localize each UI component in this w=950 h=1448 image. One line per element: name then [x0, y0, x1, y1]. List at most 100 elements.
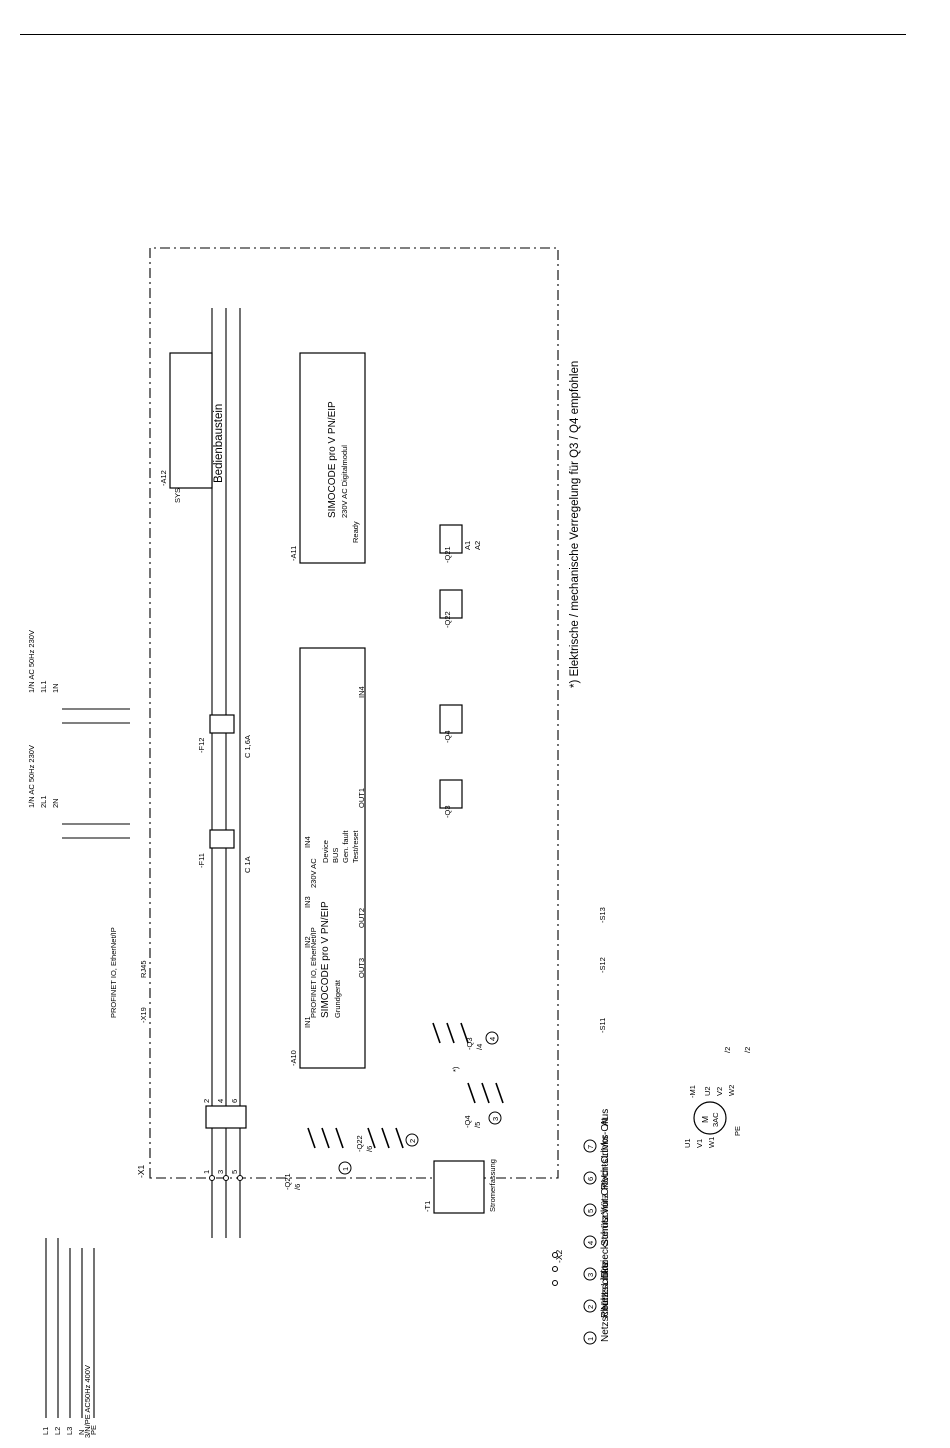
svg-text:-Q3: -Q3 [443, 805, 452, 818]
svg-text:IN3: IN3 [303, 896, 312, 908]
svg-text:IN2: IN2 [303, 936, 312, 948]
coil-q21: -Q21 A1 A2 [439, 524, 482, 563]
svg-text:4: 4 [488, 1037, 497, 1041]
svg-text:230V AC Digitalmodul: 230V AC Digitalmodul [340, 445, 349, 518]
svg-text:Test/reset: Test/reset [351, 830, 360, 863]
svg-text:5: 5 [230, 1170, 239, 1174]
line-label-l3: L3 [65, 1427, 74, 1435]
svg-text:-Q4: -Q4 [463, 1115, 472, 1128]
circuit-diagram: 3/N/PE AC50Hz 400V L1 L2 L3 N PE -X1 [27, 247, 752, 1438]
svg-text:-Q3: -Q3 [465, 1037, 474, 1050]
svg-text:-Q21: -Q21 [283, 1173, 292, 1190]
svg-text:-S12: -S12 [598, 957, 607, 973]
svg-text:OUT2: OUT2 [357, 908, 366, 928]
svg-text:OUT3: OUT3 [357, 958, 366, 978]
legend-number: 4 [586, 1241, 595, 1245]
legend-text: Sternschütz [600, 1193, 611, 1246]
svg-text:-F11: -F11 [197, 853, 206, 868]
aux1-label: 1/N AC 50Hz 230V [27, 745, 36, 808]
svg-text:Ready: Ready [351, 521, 360, 543]
x19-label: -X19 [139, 1007, 148, 1023]
button-s13: -S13 [598, 907, 607, 923]
svg-text:C 1,6A: C 1,6A [243, 735, 252, 758]
legend-number: 7 [586, 1145, 595, 1149]
legend-number: 1 [586, 1337, 595, 1341]
legend-text: Rechts [600, 1159, 611, 1190]
svg-text:BUS: BUS [331, 848, 340, 863]
svg-text:Bedienbaustein: Bedienbaustein [213, 404, 225, 483]
line-label-n: N [77, 1430, 86, 1435]
svg-text:1L1: 1L1 [39, 680, 48, 693]
legend-number: 5 [586, 1209, 595, 1213]
svg-text:2: 2 [202, 1099, 211, 1103]
coil-q22: -Q22 [439, 589, 463, 628]
button-s12: -S12 [598, 957, 607, 973]
digital-module: -A11 SIMOCODE pro V PN/EIP 230V AC Digit… [289, 352, 366, 564]
svg-text:230V AC: 230V AC [309, 858, 318, 888]
svg-text:/2: /2 [743, 1047, 752, 1053]
legend-text: Aus [600, 1109, 611, 1126]
svg-text:3: 3 [491, 1117, 500, 1121]
svg-text:-Q22: -Q22 [355, 1135, 364, 1152]
svg-text:V2: V2 [715, 1087, 724, 1096]
svg-text:V1: V1 [695, 1139, 704, 1148]
line-label-pe: PE [89, 1425, 98, 1435]
svg-text:4: 4 [216, 1099, 225, 1103]
legend-text: Vor-Ort [600, 1150, 611, 1182]
svg-text:SYS: SYS [173, 488, 182, 503]
aux2-label: 1/N AC 50Hz 230V [27, 630, 36, 693]
x1-label: -X1 [136, 1165, 146, 1179]
contactor-q22: -Q22 /6 2 [355, 1127, 419, 1152]
line-label-l1: L1 [41, 1427, 50, 1435]
svg-text:A1: A1 [463, 541, 472, 550]
svg-text:1: 1 [202, 1170, 211, 1174]
main-switch [205, 1105, 247, 1129]
svg-text:3AC: 3AC [711, 1112, 720, 1127]
svg-text:U2: U2 [703, 1086, 712, 1096]
svg-text:-Q22: -Q22 [443, 611, 452, 628]
svg-text:/5: /5 [473, 1122, 482, 1128]
legend-text: Links [600, 1135, 611, 1158]
network: PROFINET IO, EtherNet/IP RJ45 -X19 [109, 927, 148, 1023]
svg-text:Grundgerät: Grundgerät [333, 979, 342, 1018]
svg-text:IN4: IN4 [357, 686, 366, 698]
svg-text:/6: /6 [365, 1146, 374, 1152]
svg-text:/2: /2 [723, 1047, 732, 1053]
svg-text:IN1: IN1 [303, 1016, 312, 1028]
coil-q3: -Q3 [439, 779, 463, 818]
svg-text:-A10: -A10 [289, 1050, 298, 1066]
svg-text:1N: 1N [51, 683, 60, 693]
legend-marker [583, 1267, 597, 1281]
legend-text: Vor-Ort [600, 1118, 611, 1150]
svg-text:-S13: -S13 [598, 907, 607, 923]
power-circuit: -X1 1 3 5 2 4 6 -Q21 /6 [136, 308, 752, 1286]
coil-q4: -Q4 [439, 704, 463, 743]
svg-text:1: 1 [341, 1167, 350, 1171]
legend-marker [583, 1139, 597, 1153]
current-sensor [433, 1160, 485, 1214]
operator-panel: -A12 Bedienbaustein SYS [159, 352, 225, 503]
simocode-base-unit: -A10 SIMOCODE pro V PN/EIP Grundgerät PR… [289, 647, 366, 1069]
svg-text:Stromerfassung: Stromerfassung [488, 1159, 497, 1212]
legend-text: Links [600, 1263, 611, 1286]
svg-text:W2: W2 [727, 1085, 736, 1096]
svg-text:SIMOCODE pro V PN/EIP: SIMOCODE pro V PN/EIP [327, 401, 338, 518]
svg-text:M: M [700, 1116, 710, 1123]
legend-text: Dreieckschütz [600, 1215, 611, 1278]
svg-text:2L1: 2L1 [39, 795, 48, 808]
legend-list [560, 435, 720, 735]
svg-text:PE: PE [733, 1126, 742, 1136]
svg-text:-M1: -M1 [688, 1085, 697, 1098]
contactor-q21: -Q21 /6 1 [283, 1127, 352, 1190]
svg-text:-T1: -T1 [423, 1201, 432, 1212]
svg-text:*): *) [451, 1066, 460, 1072]
legend-number: 2 [586, 1305, 595, 1309]
contactor-q3: -Q3 /4 4 [432, 1022, 499, 1050]
legend-marker [583, 1203, 597, 1217]
fuse-f11: -F11 C 1A [197, 829, 252, 873]
rj45-label: RJ45 [139, 960, 148, 978]
svg-text:U1: U1 [683, 1138, 692, 1148]
svg-text:OUT1: OUT1 [357, 788, 366, 808]
svg-text:Device: Device [321, 840, 330, 863]
button-s11: -S11 [598, 1018, 607, 1033]
